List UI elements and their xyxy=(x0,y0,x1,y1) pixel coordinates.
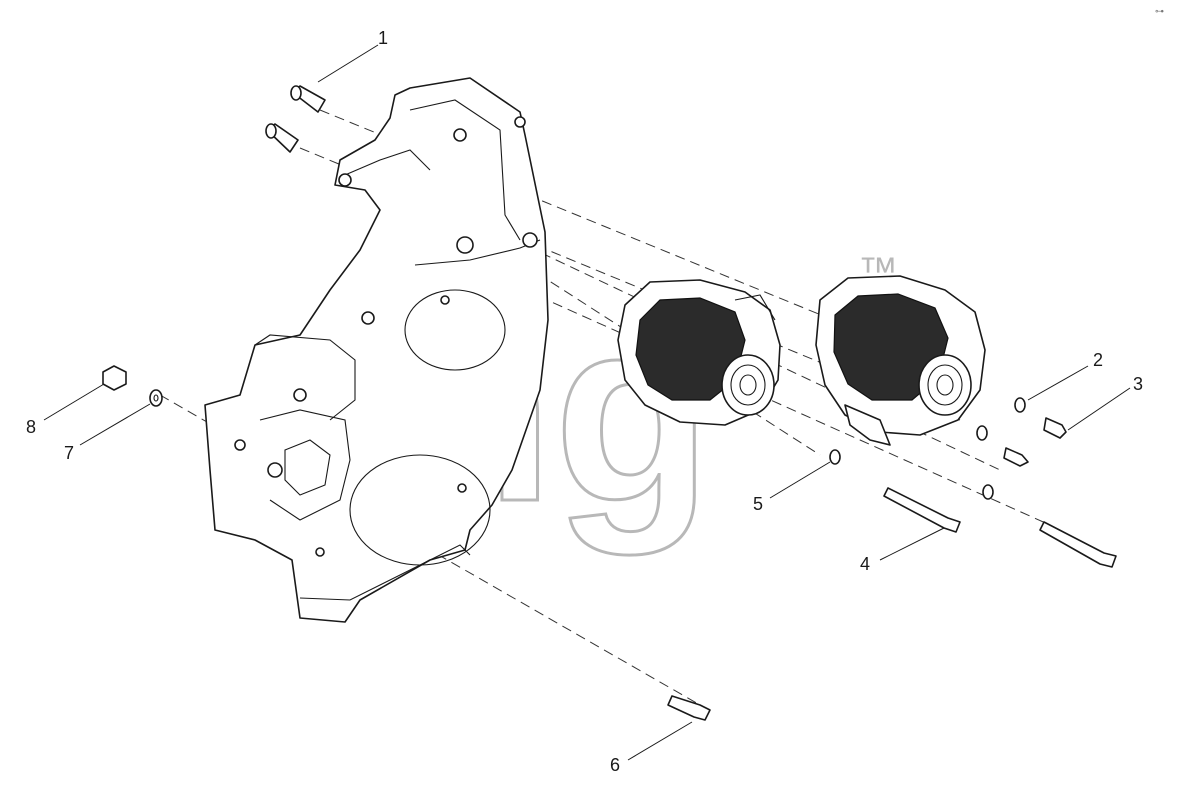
callout-4: 4 xyxy=(860,554,870,574)
callout-2: 2 xyxy=(1093,350,1103,370)
nut-and-washer xyxy=(102,365,163,407)
alternator-rear xyxy=(815,275,986,446)
callout-1: 1 xyxy=(378,28,388,48)
sleeve-parts xyxy=(265,85,326,153)
callout-8: 8 xyxy=(26,417,36,437)
callout-labels: 1 2 3 4 5 6 7 8 xyxy=(26,28,1143,775)
callout-5: 5 xyxy=(753,494,763,514)
corner-mark: ⊶ xyxy=(1155,7,1164,17)
fasteners xyxy=(667,397,1117,721)
alternator-front xyxy=(617,279,781,426)
callout-3: 3 xyxy=(1133,374,1143,394)
front-housing xyxy=(204,77,549,623)
callout-6: 6 xyxy=(610,755,620,775)
callout-7: 7 xyxy=(64,443,74,463)
callout-leaders xyxy=(43,44,1131,761)
